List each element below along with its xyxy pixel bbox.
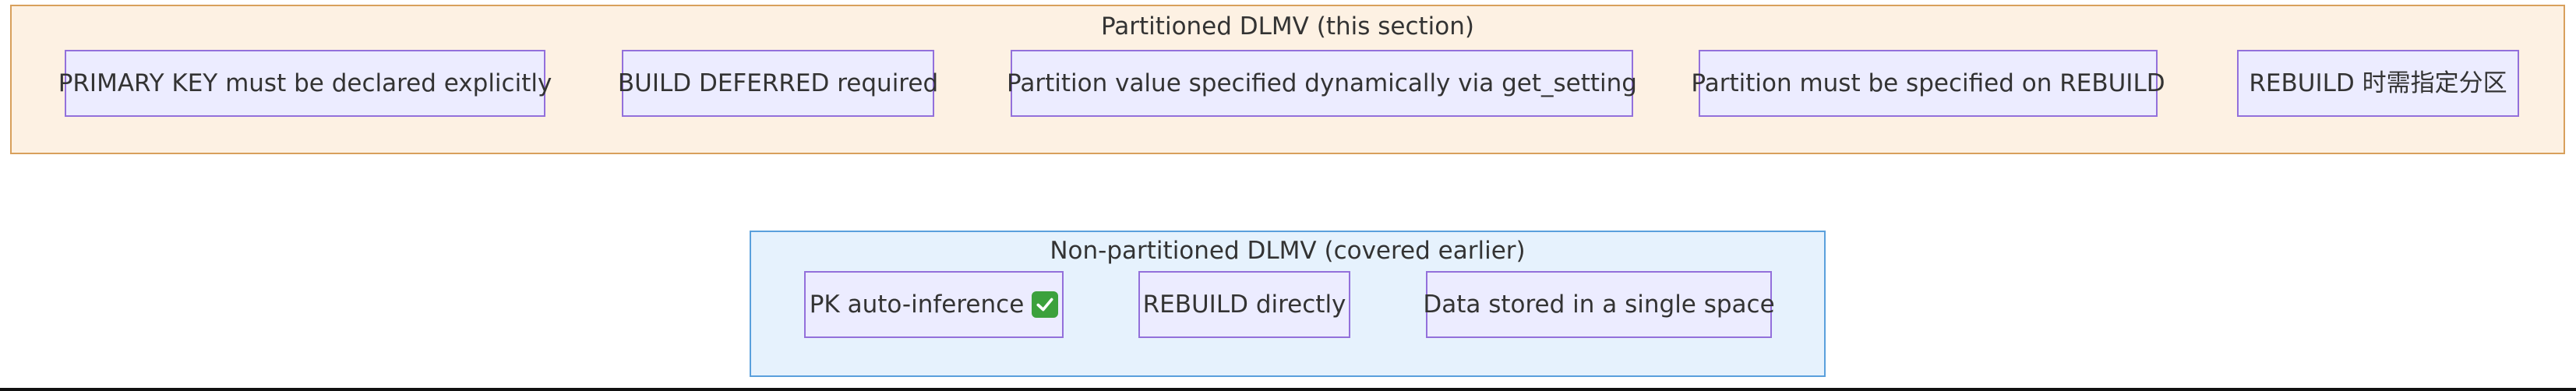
node-label: PK auto-inference <box>809 291 1025 319</box>
node-label: BUILD DEFERRED required <box>617 69 939 97</box>
node-label: Partition must be specified on REBUILD <box>1691 69 2165 97</box>
node-label: Partition value specified dynamically vi… <box>1007 69 1637 97</box>
node-label: REBUILD directly <box>1142 291 1346 319</box>
node-rebuild-partition-cn: REBUILD 时需指定分区 <box>2237 50 2519 117</box>
node-single-space: Data stored in a single space <box>1423 271 1775 338</box>
non-partitioned-dlmv-group: Non-partitioned DLMV (covered earlier) P… <box>750 231 1826 377</box>
node-rebuild-directly: REBUILD directly <box>1138 271 1350 338</box>
node-pk-auto-inference: PK auto-inference <box>804 271 1064 338</box>
check-mark-icon <box>1032 291 1059 318</box>
node-build-deferred: BUILD DEFERRED required <box>618 50 938 117</box>
node-primary-key-explicit: PRIMARY KEY must be declared explicitly <box>58 50 552 117</box>
node-partition-on-rebuild: Partition must be specified on REBUILD <box>1691 50 2165 117</box>
partitioned-dlmv-title: Partitioned DLMV (this section) <box>1100 12 1474 41</box>
partitioned-dlmv-group: Partitioned DLMV (this section) PRIMARY … <box>10 5 2565 154</box>
node-partition-dynamic: Partition value specified dynamically vi… <box>1007 50 1637 117</box>
node-label: REBUILD 时需指定分区 <box>2249 69 2507 97</box>
node-label: Data stored in a single space <box>1423 291 1775 319</box>
non-partitioned-dlmv-title: Non-partitioned DLMV (covered earlier) <box>1050 237 1526 265</box>
node-label: PRIMARY KEY must be declared explicitly <box>58 69 552 97</box>
bottom-border-line <box>0 388 2576 391</box>
